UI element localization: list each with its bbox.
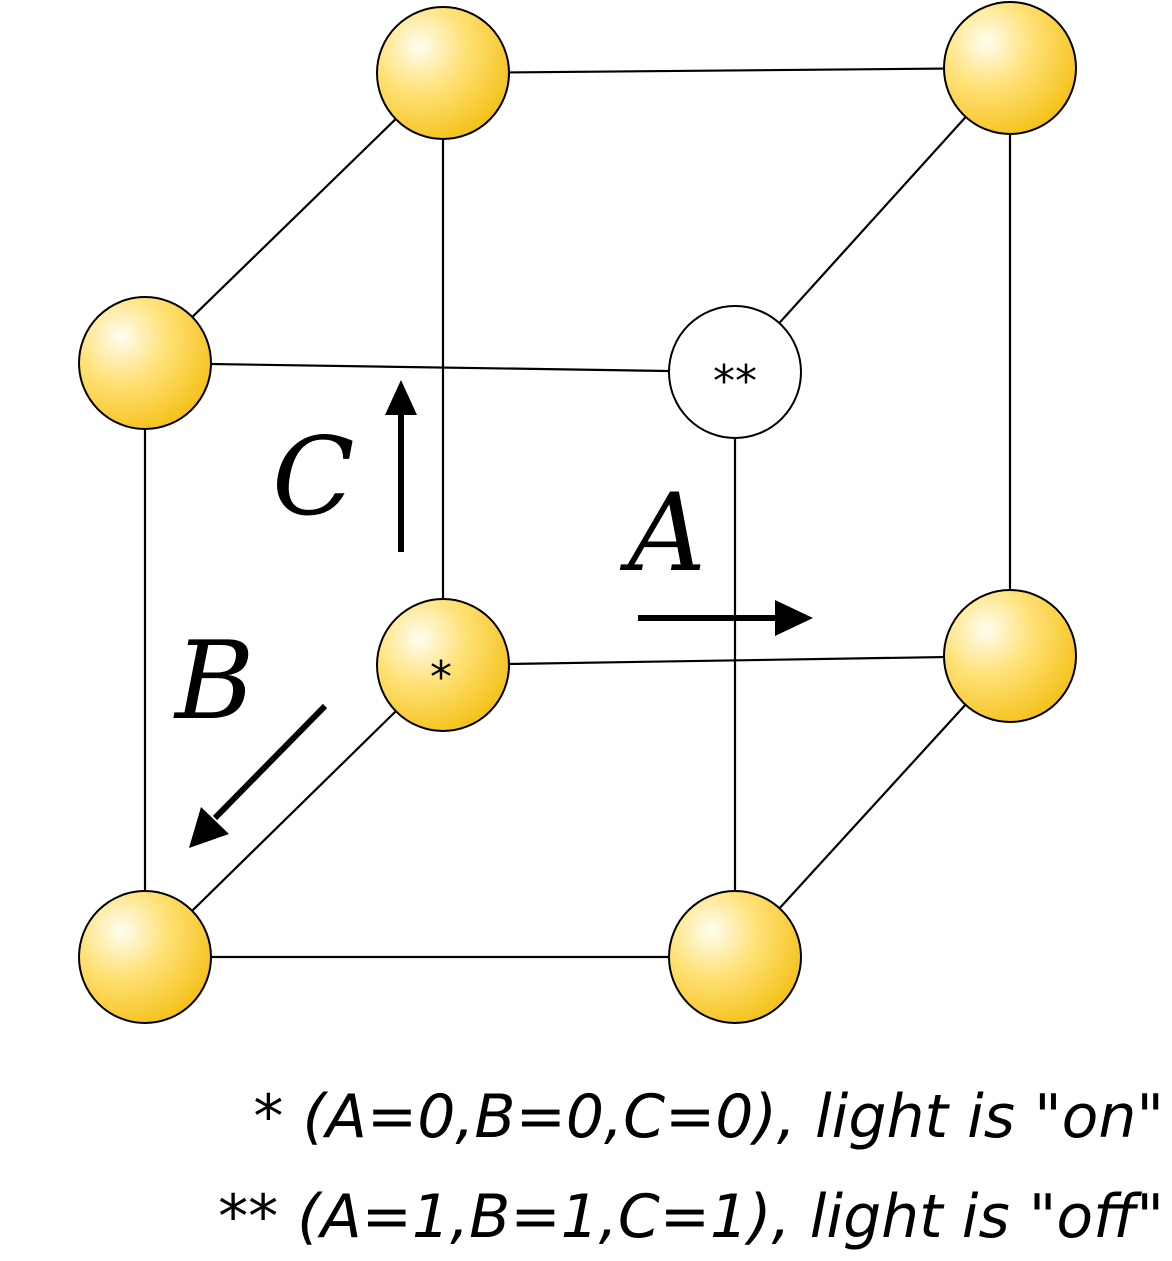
edge-back-bottom — [442, 654, 1011, 667]
edge-front-top — [144, 361, 736, 374]
axis-b: B — [173, 619, 328, 848]
vertex-back-bottom-right — [943, 589, 1077, 723]
vertex-back-top-left — [376, 6, 510, 140]
axis-c-label: C — [272, 415, 355, 540]
cube-vertices: ** * — [78, 1, 1077, 1024]
axis-c-arrow-head — [385, 380, 417, 415]
vertex-back-bottom-left: * — [376, 598, 510, 732]
vertex-front-bottom-left — [78, 890, 212, 1024]
vertex-front-bottom-right — [668, 890, 802, 1024]
edge-connect-bottom-left — [144, 664, 444, 958]
edge-connect-top-right — [734, 67, 1011, 373]
legend-line-1: * (A=0,B=0,C=0), light is "on" — [253, 1082, 1164, 1152]
axis-a: A — [619, 471, 813, 636]
axis-a-arrow-head — [775, 600, 813, 636]
vertex-front-top-left — [78, 296, 212, 430]
vertex-mark-star: * — [430, 652, 452, 703]
axis-c: C — [272, 380, 417, 552]
axis-b-arrow-head — [189, 807, 229, 848]
cube-edges — [143, 66, 1012, 959]
edge-connect-bottom-right — [734, 655, 1011, 958]
vertex-back-top-right — [943, 1, 1077, 135]
legend-line-2: ** (A=1,B=1,C=1), light is "off" — [218, 1182, 1164, 1252]
vertex-front-top-right: ** — [668, 305, 802, 439]
legend: * (A=0,B=0,C=0), light is "on" ** (A=1,B… — [218, 1082, 1164, 1252]
axis-b-arrow-shaft — [212, 703, 328, 821]
axis-b-label: B — [173, 619, 254, 744]
vertex-mark-double-star: ** — [713, 356, 757, 407]
edge-connect-top-left — [144, 72, 444, 364]
axis-a-label: A — [619, 471, 706, 596]
edge-back-top — [442, 66, 1011, 75]
